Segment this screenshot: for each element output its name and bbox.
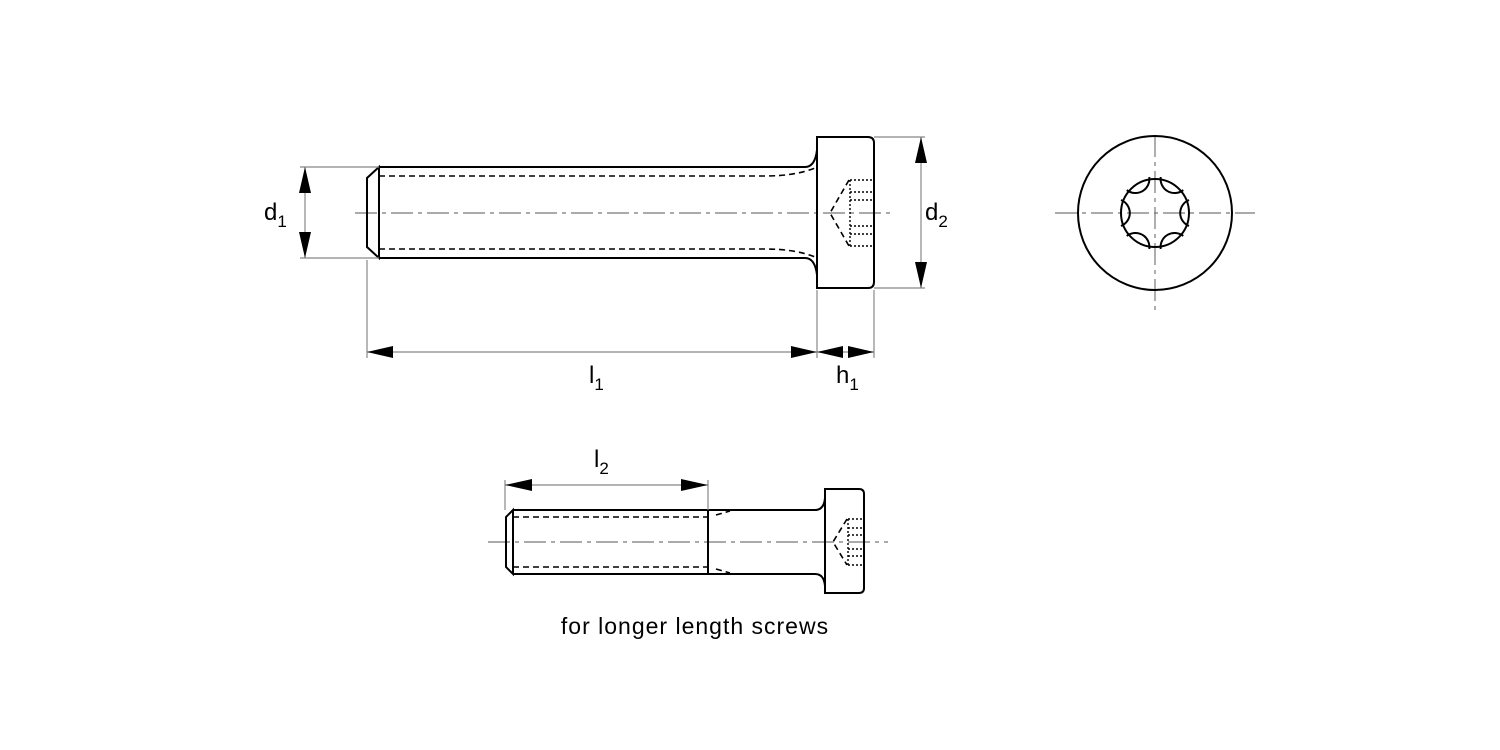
- label-d2: d2: [925, 199, 948, 231]
- shank-outline: [505, 497, 826, 587]
- arrow-icon: [299, 232, 311, 258]
- arrow-icon: [817, 346, 843, 358]
- arrow-icon: [915, 137, 927, 163]
- caption: for longer length screws: [561, 613, 829, 639]
- arrow-icon: [505, 479, 532, 491]
- long-screw-side-view: l2: [488, 446, 888, 594]
- screw-head: [824, 488, 865, 594]
- drive-recess-hidden: [832, 518, 848, 566]
- torx-recess-outline: [1120, 178, 1190, 248]
- arrow-icon: [848, 346, 874, 358]
- shank-outline: [366, 149, 818, 276]
- main-screw-side-view: [355, 136, 890, 289]
- label-l2: l2: [594, 446, 609, 478]
- thread-hidden-lines: [379, 167, 816, 258]
- dimensions-main: d1 d2 l1 h1: [264, 136, 948, 394]
- arrow-icon: [915, 262, 927, 288]
- torx-icon: [1120, 176, 1190, 250]
- arrow-icon: [367, 346, 393, 358]
- drive-recess-hidden: [829, 179, 850, 247]
- arrow-icon: [681, 479, 708, 491]
- label-d1: d1: [264, 199, 287, 231]
- arrow-icon: [791, 346, 817, 358]
- label-h1: h1: [836, 362, 859, 394]
- screw-end-view: [1055, 135, 1255, 312]
- head-outline: [1077, 135, 1233, 291]
- label-l1: l1: [589, 362, 604, 394]
- arrow-icon: [299, 167, 311, 193]
- screw-head: [816, 136, 875, 289]
